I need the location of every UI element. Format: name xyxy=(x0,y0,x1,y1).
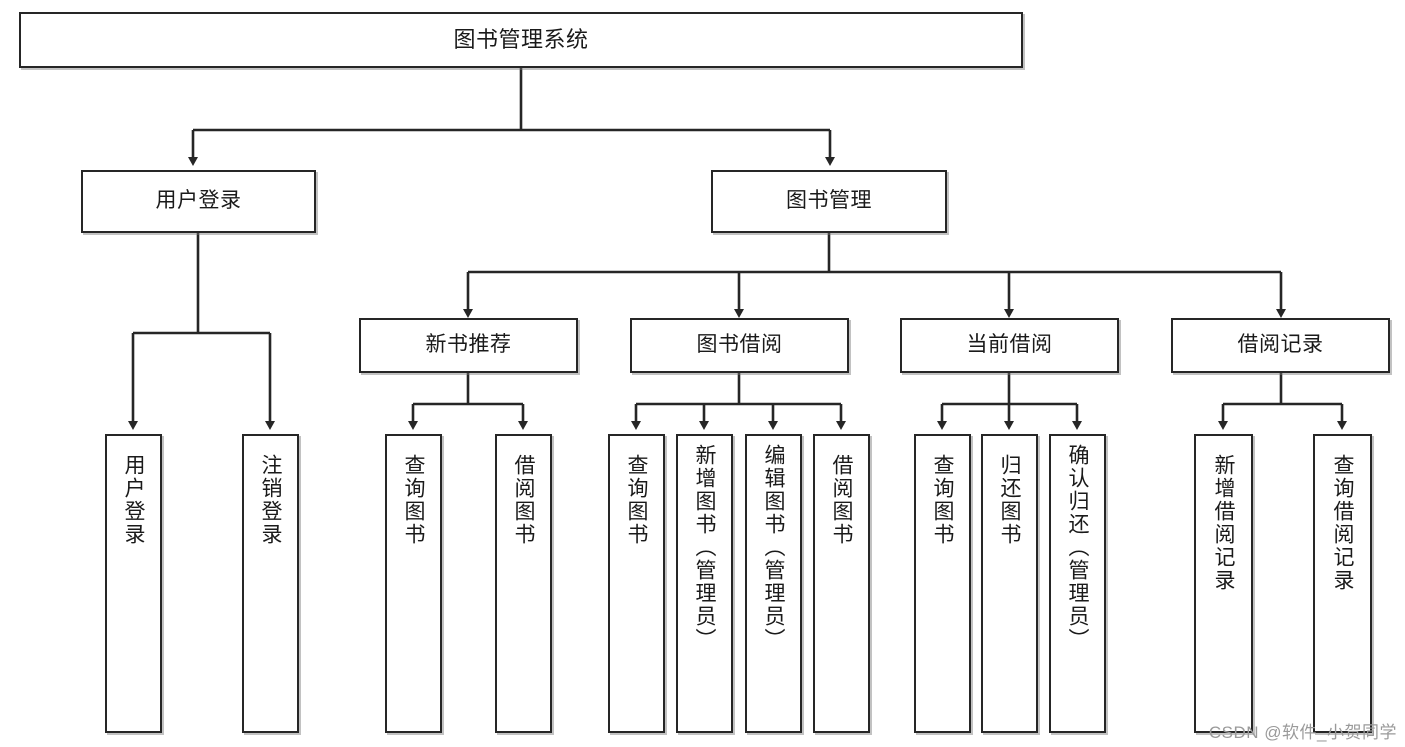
leaf-borrow-record-query-record[interactable]: 查询借阅记录 xyxy=(1313,434,1372,733)
leaf-label: 借阅图书 xyxy=(830,454,853,546)
node-borrow-record-label: 借阅记录 xyxy=(1237,333,1324,357)
node-root-label: 图书管理系统 xyxy=(453,27,589,53)
leaf-current-borrow-return-book[interactable]: 归还图书 xyxy=(981,434,1038,733)
leaf-current-borrow-confirm-return-admin[interactable]: 确认归还（管理员） xyxy=(1049,434,1106,733)
leaf-book-borrow-borrow-book[interactable]: 借阅图书 xyxy=(813,434,870,733)
node-borrow-record[interactable]: 借阅记录 xyxy=(1171,318,1390,373)
leaf-label: 查询图书 xyxy=(402,454,425,546)
node-new-book-recommend-label: 新书推荐 xyxy=(425,333,512,357)
leaf-new-book-borrow-book[interactable]: 借阅图书 xyxy=(495,434,552,733)
leaf-label: 注销登录 xyxy=(259,454,282,546)
node-new-book-recommend[interactable]: 新书推荐 xyxy=(359,318,578,373)
leaf-label: 借阅图书 xyxy=(512,454,535,546)
node-book-borrow-label: 图书借阅 xyxy=(696,333,783,357)
leaf-borrow-record-add-record[interactable]: 新增借阅记录 xyxy=(1194,434,1253,733)
leaf-label: 查询借阅记录 xyxy=(1331,454,1354,592)
node-root-book-management-system[interactable]: 图书管理系统 xyxy=(19,12,1023,68)
leaf-label: 新增图书（管理员） xyxy=(693,444,716,651)
leaf-label: 确认归还（管理员） xyxy=(1066,444,1089,651)
leaf-label: 新增借阅记录 xyxy=(1212,454,1235,592)
leaf-book-borrow-edit-book-admin[interactable]: 编辑图书（管理员） xyxy=(745,434,802,733)
leaf-book-borrow-query-book[interactable]: 查询图书 xyxy=(608,434,665,733)
leaf-user-login-logout[interactable]: 注销登录 xyxy=(242,434,299,733)
node-user-login[interactable]: 用户登录 xyxy=(81,170,316,233)
node-current-borrow-label: 当前借阅 xyxy=(966,333,1053,357)
leaf-new-book-query-book[interactable]: 查询图书 xyxy=(385,434,442,733)
node-user-login-label: 用户登录 xyxy=(155,189,242,213)
leaf-label: 查询图书 xyxy=(625,454,648,546)
csdn-watermark: CSDN @软件_小贺同学 xyxy=(1208,723,1397,742)
leaf-label: 归还图书 xyxy=(998,454,1021,546)
node-book-management[interactable]: 图书管理 xyxy=(711,170,947,233)
leaf-label: 编辑图书（管理员） xyxy=(762,444,785,651)
node-current-borrow[interactable]: 当前借阅 xyxy=(900,318,1119,373)
leaf-current-borrow-query-book[interactable]: 查询图书 xyxy=(914,434,971,733)
leaf-user-login-login[interactable]: 用户登录 xyxy=(105,434,162,733)
leaf-book-borrow-add-book-admin[interactable]: 新增图书（管理员） xyxy=(676,434,733,733)
node-book-borrow[interactable]: 图书借阅 xyxy=(630,318,849,373)
leaf-label: 查询图书 xyxy=(931,454,954,546)
node-book-management-label: 图书管理 xyxy=(786,189,872,213)
leaf-label: 用户登录 xyxy=(122,454,145,546)
